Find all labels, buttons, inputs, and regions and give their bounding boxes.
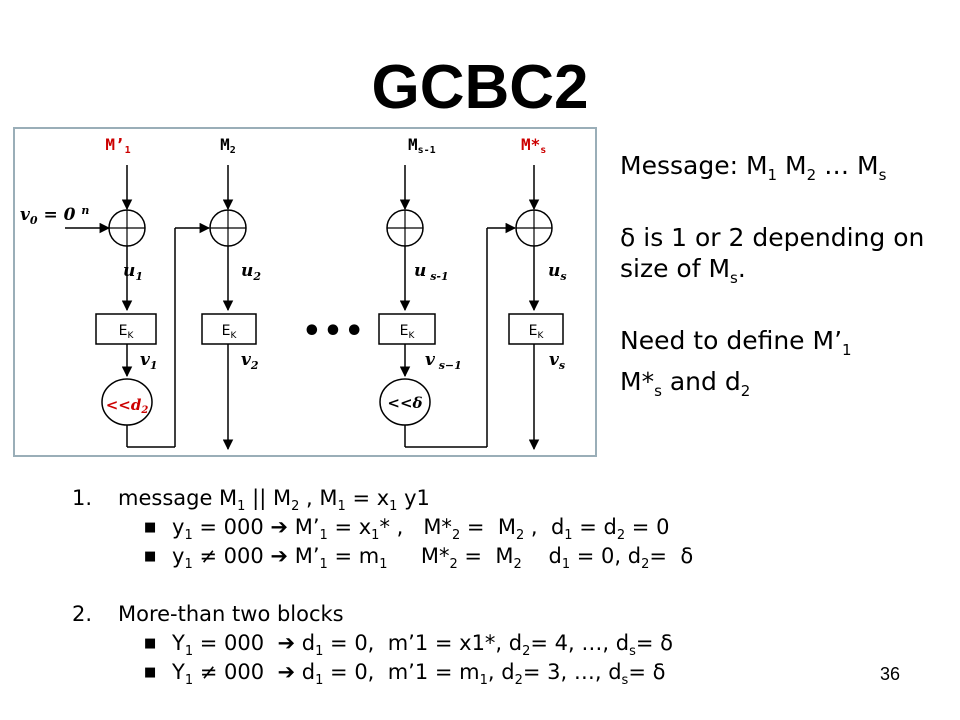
page-number: 36 [880,664,901,684]
slide-title: GCBC2 [371,53,589,122]
list-bullet: ■ Y1 = 000 ➔ d1 = 0, m’1 = x1*, d2= 4, …… [144,631,673,660]
diagram-frame [13,127,597,457]
block-s-1: Ms-1 u s-1 EK v s−1 <<δ [378,135,517,448]
list-bullet: ■ y1 = 000 ➔ M’1 = x1* , M*2 = M2 , d1 =… [144,515,670,544]
list-number: 2. [72,602,93,626]
bullet-icon: ■ [144,636,157,651]
block-s-message: M*s [521,135,546,156]
ellipsis: ••• [302,314,366,349]
note-delta: δ is 1 or 2 depending on size of Ms. [620,223,925,287]
block-1-shift: <<d2 [106,396,149,416]
bullet-icon: ■ [144,549,157,564]
gcbc2-diagram: v0 = 0 n M’1 u1 EK v1 <<d2 M2 u2 EK v2 [13,127,597,457]
note-message: Message: M1 M2 … Ms [620,151,887,184]
list-text: More-than two blocks [118,602,344,626]
list-bullet: ■ y1 ≠ 000 ➔ M’1 = m1 M*2 = M2 d1 = 0, d… [144,544,694,573]
ek-box-2 [201,313,257,345]
list-item: 1. message M1 || M2 , M1 = x1 y1 [72,484,872,514]
cases-list: 1. message M1 || M2 , M1 = x1 y1 ■ y1 = … [72,484,872,689]
list-bullet: ■ Y1 ≠ 000 ➔ d1 = 0, m’1 = m1, d2= 3, …,… [144,660,666,689]
bullet-icon: ■ [144,665,157,680]
block-s-1-shift: <<δ [387,394,422,412]
iv-label: v0 = 0 n [20,204,89,227]
ek-box-3 [378,313,436,345]
block-2: M2 u2 EK v2 [201,135,261,451]
list-item: 2. More-than two blocks [72,600,872,629]
ek-box-4 [508,313,564,345]
list-number: 1. [72,486,93,510]
ek-box-1 [95,313,157,345]
block-1-message: M’1 [105,135,130,156]
list-text: message M1 || M2 , M1 = x1 y1 [118,486,430,515]
bullet-icon: ■ [144,520,157,535]
notes-panel: Message: M1 M2 … Ms δ is 1 or 2 dependin… [620,150,955,407]
